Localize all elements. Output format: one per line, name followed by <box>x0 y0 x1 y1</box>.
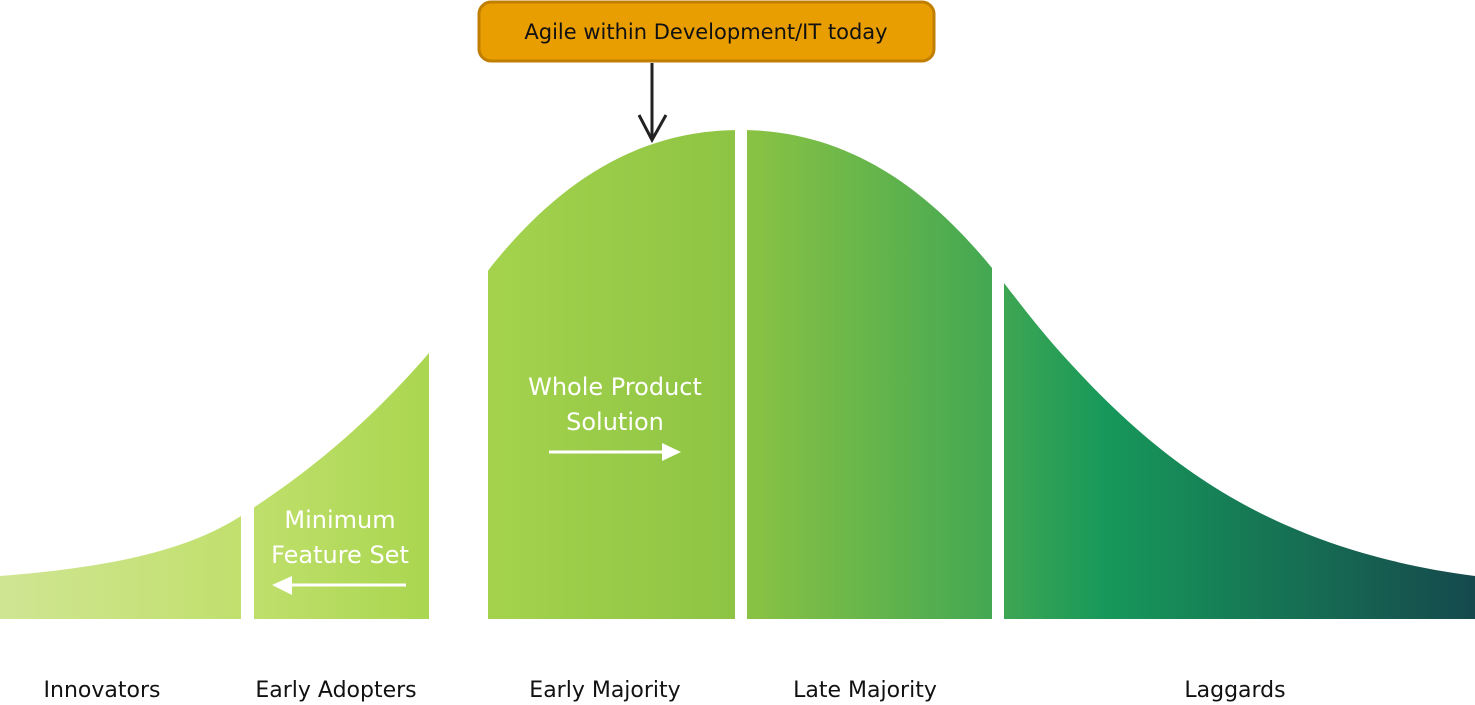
minimum-feature-line1: Minimum <box>284 506 395 534</box>
segment-label-innovators: Innovators <box>44 678 161 703</box>
chasm-gap <box>429 100 488 630</box>
right-arrow-icon <box>549 443 681 461</box>
gap-1 <box>241 100 254 630</box>
segment-label-late-majority: Late Majority <box>793 678 937 703</box>
segment-label-early-adopters: Early Adopters <box>255 678 416 703</box>
segment-label-early-majority: Early Majority <box>529 678 680 703</box>
gap-3 <box>735 100 747 630</box>
whole-product-line2: Solution <box>566 408 664 436</box>
callout-label: Agile within Development/IT today <box>524 20 887 44</box>
gap-4 <box>992 100 1004 630</box>
minimum-feature-line2: Feature Set <box>271 541 409 569</box>
callout-box <box>477 0 936 63</box>
down-arrow-icon <box>637 63 668 144</box>
segment-label-laggards: Laggards <box>1184 678 1285 703</box>
left-arrow-icon <box>272 576 406 595</box>
whole-product-line1: Whole Product <box>528 373 702 401</box>
